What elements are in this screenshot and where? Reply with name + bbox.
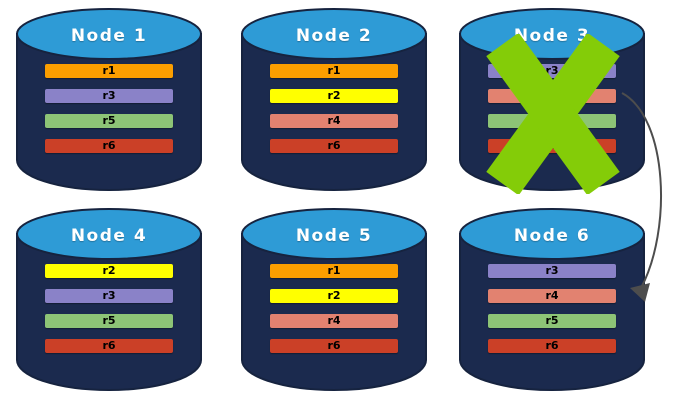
record-bar-r3[interactable]: r3 xyxy=(488,64,616,78)
record-bar-r6[interactable]: r6 xyxy=(488,139,616,153)
record-label: r6 xyxy=(102,339,116,352)
record-label: r6 xyxy=(327,339,341,352)
record-bar-r3[interactable]: r3 xyxy=(488,264,616,278)
record-list: r3 r4 r5 r6 xyxy=(488,264,616,364)
record-label: r6 xyxy=(545,139,559,152)
record-bar-r5[interactable]: r5 xyxy=(488,114,616,128)
record-label: r3 xyxy=(545,64,559,77)
record-list: r1 r2 r4 r6 xyxy=(270,264,398,364)
record-list: r1 r3 r5 r6 xyxy=(45,64,173,164)
record-bar-r2[interactable]: r2 xyxy=(270,289,398,303)
record-bar-r1[interactable]: r1 xyxy=(45,64,173,78)
record-bar-r1[interactable]: r1 xyxy=(270,264,398,278)
record-label: r4 xyxy=(327,314,341,327)
record-label: r6 xyxy=(102,139,116,152)
cylinder-top xyxy=(16,8,202,60)
record-label: r4 xyxy=(327,114,341,127)
record-bar-r3[interactable]: r3 xyxy=(45,289,173,303)
record-label: r1 xyxy=(327,64,341,77)
record-label: r3 xyxy=(102,289,116,302)
record-bar-r4[interactable]: r4 xyxy=(488,289,616,303)
record-label: r4 xyxy=(545,289,559,302)
cylinder-top xyxy=(241,208,427,260)
record-bar-r5[interactable]: r5 xyxy=(488,314,616,328)
cylinder-top xyxy=(241,8,427,60)
record-label: r2 xyxy=(102,264,116,277)
record-list: r1 r2 r4 r6 xyxy=(270,64,398,164)
record-bar-r4[interactable]: r4 xyxy=(270,114,398,128)
record-bar-r6[interactable]: r6 xyxy=(270,139,398,153)
record-bar-r6[interactable]: r6 xyxy=(270,339,398,353)
record-label: r5 xyxy=(545,114,559,127)
record-label: r6 xyxy=(545,339,559,352)
record-bar-r1[interactable]: r1 xyxy=(270,64,398,78)
record-list: r2 r3 r5 r6 xyxy=(45,264,173,364)
record-bar-r6[interactable]: r6 xyxy=(45,339,173,353)
record-bar-r2[interactable]: r2 xyxy=(270,89,398,103)
cylinder-top xyxy=(459,208,645,260)
record-bar-r5[interactable]: r5 xyxy=(45,114,173,128)
record-bar-r4[interactable]: r4 xyxy=(488,89,616,103)
record-label: r1 xyxy=(327,264,341,277)
record-label: r1 xyxy=(102,64,116,77)
record-bar-r6[interactable]: r6 xyxy=(45,139,173,153)
cylinder-top xyxy=(16,208,202,260)
record-bar-r2[interactable]: r2 xyxy=(45,264,173,278)
record-label: r5 xyxy=(102,114,116,127)
record-label: r3 xyxy=(545,264,559,277)
record-label: r6 xyxy=(327,139,341,152)
record-bar-r4[interactable]: r4 xyxy=(270,314,398,328)
cylinder-top xyxy=(459,8,645,60)
record-label: r3 xyxy=(102,89,116,102)
record-bar-r5[interactable]: r5 xyxy=(45,314,173,328)
record-list: r3 r4 r5 r6 xyxy=(488,64,616,164)
record-bar-r3[interactable]: r3 xyxy=(45,89,173,103)
record-label: r2 xyxy=(327,289,341,302)
record-label: r5 xyxy=(102,314,116,327)
record-bar-r6[interactable]: r6 xyxy=(488,339,616,353)
record-label: r2 xyxy=(327,89,341,102)
record-label: r5 xyxy=(545,314,559,327)
record-label: r4 xyxy=(545,89,559,102)
